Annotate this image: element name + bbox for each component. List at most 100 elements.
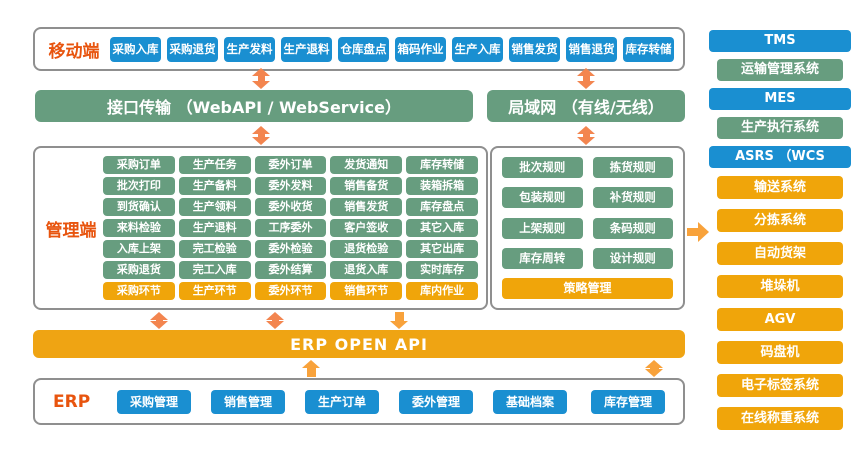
mgmt-btn[interactable]: 采购订单 (103, 156, 175, 174)
mgmt-footer-btn[interactable]: 生产环节 (178, 282, 251, 300)
mgmt-btn[interactable]: 完工检验 (178, 240, 251, 258)
mobile-btn-purchase-inbound[interactable]: 采购入库 (110, 36, 161, 62)
mgmt-btn[interactable]: 客户签收 (330, 219, 403, 237)
erp-btn-production-order[interactable]: 生产订单 (305, 389, 379, 414)
mgmt-btn[interactable]: 装箱拆箱 (406, 177, 478, 195)
mobile-btn-production-issue[interactable]: 生产发料 (224, 36, 275, 62)
mgmt-btn[interactable]: 批次打印 (103, 177, 175, 195)
rule-btn[interactable]: 批次规则 (502, 157, 583, 178)
mgmt-btn[interactable]: 完工入库 (178, 261, 251, 279)
stacker-btn[interactable]: 堆垛机 (717, 275, 843, 298)
double-arrow-icon (645, 360, 663, 377)
mgmt-footer-btn[interactable]: 采购环节 (103, 282, 175, 300)
sorting-system-btn[interactable]: 分拣系统 (717, 209, 843, 232)
asrs-wcs-header[interactable]: ASRS （WCS (709, 146, 851, 168)
mes-system-btn[interactable]: 生产执行系统 (717, 117, 843, 139)
double-arrow-icon (577, 68, 595, 89)
erp-btn-basic-data[interactable]: 基础档案 (493, 389, 567, 414)
double-arrow-icon (252, 68, 270, 89)
erp-open-api-bar: ERP OPEN API (33, 330, 685, 358)
mgmt-btn[interactable]: 采购退货 (103, 261, 175, 279)
up-arrow-icon (302, 360, 320, 377)
erp-btn-outsourcing[interactable]: 委外管理 (399, 389, 473, 414)
mes-header[interactable]: MES (709, 88, 851, 110)
erp-open-api-label: ERP OPEN API (290, 334, 428, 354)
mgmt-btn[interactable]: 委外订单 (254, 156, 327, 174)
mgmt-btn[interactable]: 销售发货 (330, 198, 403, 216)
external-systems-panel: TMS 运输管理系统 MES 生产执行系统 ASRS （WCS 输送系统 分拣系… (709, 30, 851, 440)
rules-section-box: 批次规则 拣货规则 包装规则 补货规则 上架规则 条码规则 库存周转 设计规则 … (490, 146, 685, 310)
online-weighing-system-btn[interactable]: 在线称重系统 (717, 407, 843, 430)
mgmt-btn[interactable]: 委外收货 (254, 198, 327, 216)
management-grid: 采购订单 批次打印 到货确认 来料检验 入库上架 采购退货 采购环节 生产任务 … (103, 156, 478, 300)
mgmt-footer-btn[interactable]: 销售环节 (330, 282, 403, 300)
strategy-management-btn[interactable]: 策略管理 (502, 278, 673, 299)
mgmt-btn[interactable]: 退货入库 (330, 261, 403, 279)
mobile-btn-production-return[interactable]: 生产退料 (281, 36, 332, 62)
mgmt-btn[interactable]: 发货通知 (330, 156, 403, 174)
mgmt-btn[interactable]: 销售备货 (330, 177, 403, 195)
mgmt-btn[interactable]: 生产备料 (178, 177, 251, 195)
conveyor-system-btn[interactable]: 输送系统 (717, 176, 843, 199)
rule-btn[interactable]: 条码规则 (592, 217, 673, 239)
tms-system-btn[interactable]: 运输管理系统 (717, 59, 843, 81)
mgmt-footer-btn[interactable]: 委外环节 (254, 282, 327, 300)
mgmt-btn[interactable]: 委外结算 (254, 261, 327, 279)
mobile-btn-purchase-return[interactable]: 采购退货 (167, 36, 218, 62)
mgmt-btn[interactable]: 库存盘点 (406, 198, 478, 216)
mobile-btn-sales-shipping[interactable]: 销售发货 (509, 36, 560, 62)
mgmt-btn[interactable]: 到货确认 (103, 198, 175, 216)
mgmt-btn[interactable]: 实时库存 (406, 261, 478, 279)
mobile-btn-box-code[interactable]: 箱码作业 (395, 36, 446, 62)
electronic-label-system-btn[interactable]: 电子标签系统 (717, 374, 843, 397)
mgmt-footer-btn[interactable]: 库内作业 (406, 282, 478, 300)
agv-btn[interactable]: AGV (717, 308, 843, 331)
erp-section-box: ERP 采购管理 销售管理 生产订单 委外管理 基础档案 库存管理 (33, 378, 685, 425)
warehouse-column: 库存转储 装箱拆箱 库存盘点 其它入库 其它出库 实时库存 库内作业 (406, 156, 478, 300)
mgmt-btn[interactable]: 生产退料 (178, 219, 251, 237)
lan-bar: 局域网 （有线/无线） (487, 90, 685, 122)
webapi-transport-label: 接口传输 （WebAPI / WebService） (107, 98, 401, 117)
management-section-label: 管理端 (45, 220, 97, 241)
rule-btn[interactable]: 库存周转 (502, 247, 583, 269)
mgmt-btn[interactable]: 其它入库 (406, 219, 478, 237)
mgmt-btn[interactable]: 其它出库 (406, 240, 478, 258)
mgmt-btn[interactable]: 委外发料 (254, 177, 327, 195)
mgmt-btn[interactable]: 入库上架 (103, 240, 175, 258)
mobile-btn-stock-transfer[interactable]: 库存转储 (623, 36, 674, 62)
rule-btn[interactable]: 设计规则 (592, 247, 673, 269)
mgmt-btn[interactable]: 委外检验 (254, 240, 327, 258)
mgmt-btn[interactable]: 生产任务 (178, 156, 251, 174)
rule-btn[interactable]: 包装规则 (502, 187, 583, 209)
rule-btn[interactable]: 补货规则 (592, 187, 673, 209)
management-section-box: 管理端 采购订单 批次打印 到货确认 来料检验 入库上架 采购退货 采购环节 生… (33, 146, 488, 310)
mgmt-btn[interactable]: 库存转储 (406, 156, 478, 174)
mgmt-btn[interactable]: 来料检验 (103, 219, 175, 237)
auto-rack-btn[interactable]: 自动货架 (717, 242, 843, 265)
erp-btn-inventory[interactable]: 库存管理 (591, 389, 665, 414)
mobile-btn-warehouse-count[interactable]: 仓库盘点 (338, 36, 389, 62)
double-arrow-icon (150, 312, 168, 329)
down-arrow-icon (390, 312, 408, 329)
sales-column: 发货通知 销售备货 销售发货 客户签收 退货检验 退货入库 销售环节 (330, 156, 403, 300)
lan-label: 局域网 （有线/无线） (508, 98, 664, 117)
mobile-btn-production-inbound[interactable]: 生产入库 (452, 36, 503, 62)
erp-btn-purchase[interactable]: 采购管理 (117, 389, 191, 414)
double-arrow-icon (577, 126, 595, 145)
production-column: 生产任务 生产备料 生产领料 生产退料 完工检验 完工入库 生产环节 (178, 156, 251, 300)
double-arrow-icon (266, 312, 284, 329)
webapi-transport-bar: 接口传输 （WebAPI / WebService） (35, 90, 473, 122)
palletizer-btn[interactable]: 码盘机 (717, 341, 843, 364)
rule-btn[interactable]: 上架规则 (502, 217, 583, 239)
mgmt-btn[interactable]: 生产领料 (178, 198, 251, 216)
erp-btn-sales[interactable]: 销售管理 (211, 389, 285, 414)
outsourcing-column: 委外订单 委外发料 委外收货 工序委外 委外检验 委外结算 委外环节 (254, 156, 327, 300)
mgmt-btn[interactable]: 工序委外 (254, 219, 327, 237)
tms-header[interactable]: TMS (709, 30, 851, 52)
double-arrow-icon (252, 126, 270, 145)
rule-btn[interactable]: 拣货规则 (592, 157, 673, 178)
right-arrow-icon (687, 222, 709, 242)
mobile-btn-sales-return[interactable]: 销售退货 (566, 36, 617, 62)
mgmt-btn[interactable]: 退货检验 (330, 240, 403, 258)
